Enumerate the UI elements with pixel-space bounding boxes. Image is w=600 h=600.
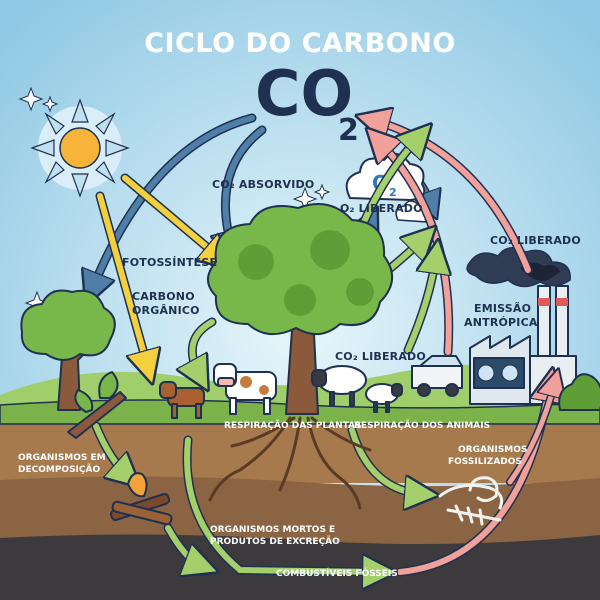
label-dead-organisms-2: PRODUTOS DE EXCREÇÃO bbox=[210, 536, 340, 547]
truck-icon bbox=[411, 355, 463, 397]
label-organic-carbon-1: CARBONO bbox=[132, 290, 195, 303]
co2-symbol: CO bbox=[255, 57, 353, 130]
decomposing-wood-icon bbox=[109, 472, 173, 526]
sun-icon bbox=[30, 98, 130, 198]
sheep-icon bbox=[311, 365, 403, 413]
label-animal-respiration: RESPIRAÇÃO DOS ANIMAIS bbox=[354, 420, 490, 431]
fossil-icon bbox=[438, 476, 504, 526]
photosynthesis-arrows bbox=[95, 173, 220, 368]
bush-icon bbox=[558, 373, 600, 411]
label-decomposition-1: ORGANISMOS EM bbox=[18, 453, 106, 463]
label-dead-organisms-1: ORGANISMOS MORTOS E bbox=[210, 525, 335, 535]
small-tree-icon bbox=[20, 289, 116, 411]
soil-layer-mid bbox=[0, 476, 600, 545]
label-co2-absorbed: CO₂ ABSORVIDO bbox=[212, 178, 314, 191]
calf-icon bbox=[159, 381, 205, 419]
label-fossilized-2: FOSSILIZADOS bbox=[448, 457, 522, 467]
cow-icon bbox=[213, 363, 277, 415]
label-plant-respiration: RESPIRAÇÃO DAS PLANTAS bbox=[224, 420, 362, 431]
page-title: CICLO DO CARBONO bbox=[144, 28, 456, 59]
fallen-branch-icon bbox=[67, 371, 127, 439]
label-fossil-fuels: COMBUSTÍVEIS FÓSSEIS bbox=[276, 567, 398, 579]
co2-subscript: 2 bbox=[338, 113, 359, 148]
o2-subscript: 2 bbox=[389, 186, 397, 199]
label-organic-carbon-2: ORGÂNICO bbox=[132, 304, 200, 317]
label-emission-1: EMISSÃO bbox=[474, 302, 531, 315]
label-co2-released-mid: CO₂ LIBERADO bbox=[335, 350, 426, 363]
label-emission-2: ANTRÓPICA bbox=[464, 316, 538, 329]
tree-icon bbox=[207, 203, 393, 415]
label-photosynthesis: FOTOSSÍNTESE bbox=[122, 256, 217, 269]
label-decomposition-2: DECOMPOSIÇÃO bbox=[18, 464, 100, 475]
label-o2-released: O₂ LIBERADO bbox=[340, 202, 423, 215]
label-fossilized-1: ORGANISMOS bbox=[458, 445, 527, 455]
roots bbox=[208, 416, 372, 510]
label-co2-released-top: CO₂ LIBERADO bbox=[490, 234, 581, 247]
